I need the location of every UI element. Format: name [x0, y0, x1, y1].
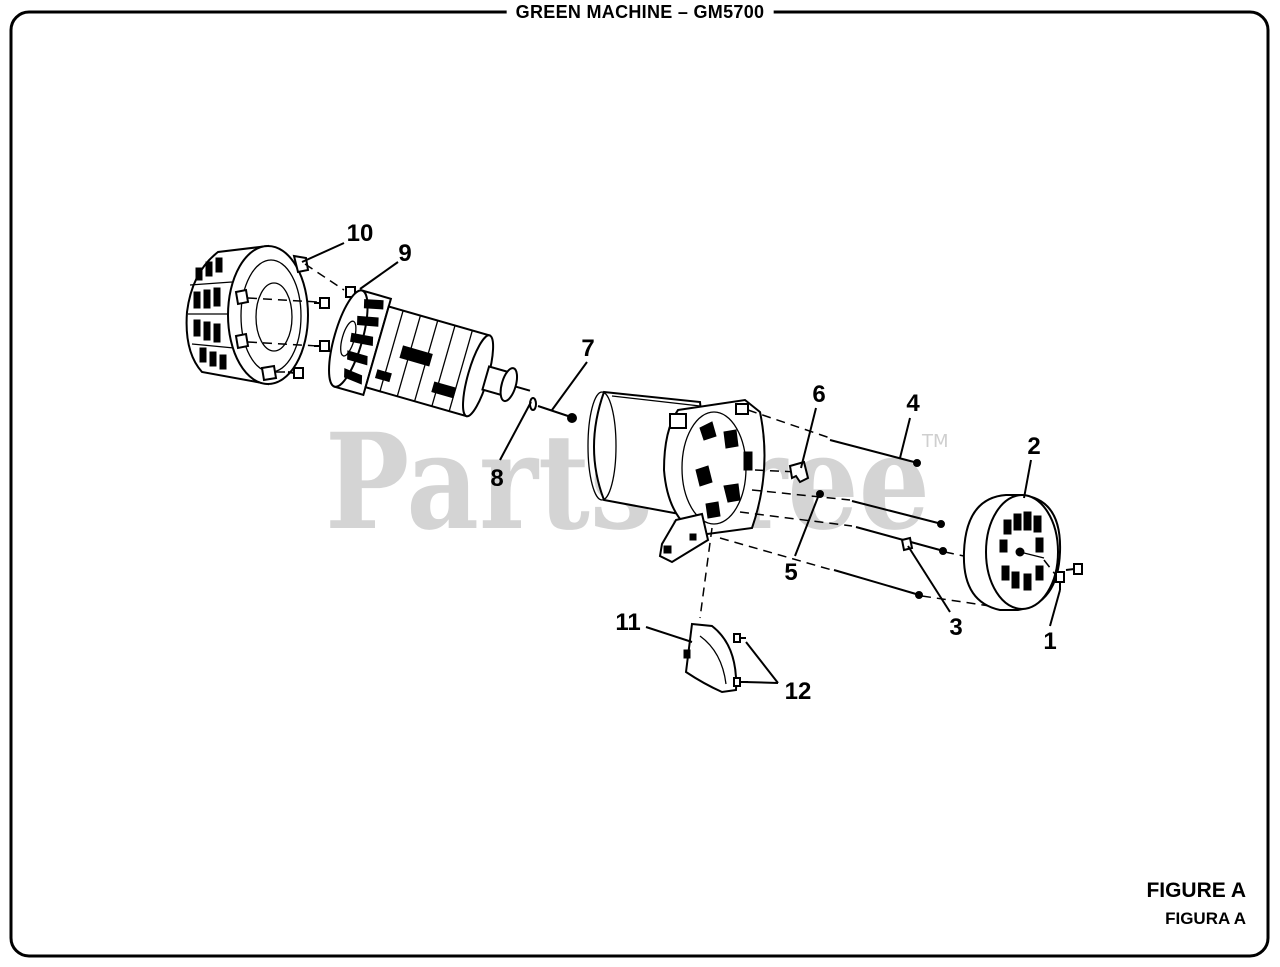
page-title: GREEN MACHINE – GM5700: [506, 0, 774, 24]
part-through-bolt: [537, 405, 577, 423]
part-cover-plate: [683, 622, 738, 694]
part-cover-screws: [1043, 559, 1083, 590]
callout-10: 10: [347, 220, 374, 247]
rotor-armature: [364, 305, 495, 418]
callout-2: 2: [1027, 433, 1040, 460]
end-cover-grill: [999, 511, 1045, 591]
callout-1: 1: [1043, 628, 1056, 655]
callout-8: 8: [490, 465, 503, 492]
part-rotor: [328, 289, 531, 418]
callout-5: 5: [784, 559, 797, 586]
part-tie-rods: [829, 439, 947, 599]
stator-mount-foot: [658, 512, 710, 564]
callout-12: 12: [785, 678, 812, 705]
rotor-fan: [328, 289, 393, 397]
figure-label-english: FIGURE A: [1146, 879, 1246, 902]
callout-4: 4: [906, 390, 920, 417]
part-rear-housing: [185, 244, 310, 386]
housing-fins: [188, 257, 235, 370]
part-bracket: [788, 460, 810, 484]
leader-lines: [301, 242, 1061, 684]
callout-7: 7: [581, 335, 594, 362]
part-nut: [816, 490, 824, 498]
callout-6: 6: [812, 381, 825, 408]
part-stator-housing: [587, 390, 766, 564]
callout-3: 3: [949, 614, 962, 641]
callout-9: 9: [398, 240, 411, 267]
part-end-cover: [962, 494, 1062, 611]
watermark-trademark: TM: [921, 431, 949, 452]
callout-11: 11: [615, 609, 640, 636]
part-housing-bolts: [287, 286, 363, 379]
part-plate-screws: [733, 633, 748, 687]
figure-label-spanish: FIGURA A: [1165, 909, 1246, 928]
